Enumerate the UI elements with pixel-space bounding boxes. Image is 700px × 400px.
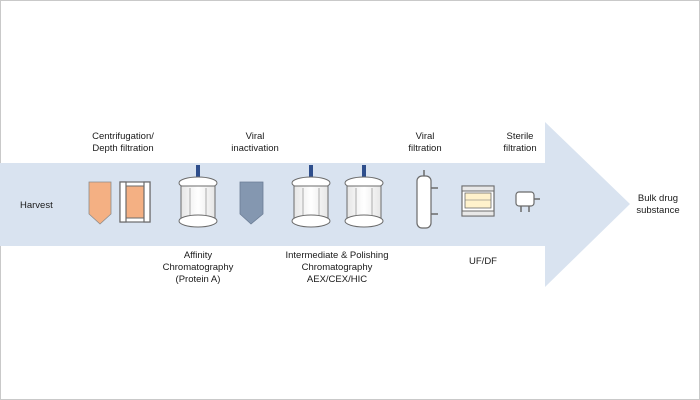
viral-inactivation-vessel-icon	[239, 181, 264, 225]
affinity-column-icon	[178, 165, 218, 228]
ufdf-label: UF/DF	[469, 256, 497, 267]
polishing-column-icon	[291, 165, 331, 228]
polishing-column-icon	[344, 165, 384, 228]
polishing-chromatography-label: Intermediate & Polishing Chromatography …	[285, 250, 389, 285]
sterile-filtration-label: Sterile filtration	[503, 131, 537, 154]
ufdf-cassette-icon	[461, 185, 495, 217]
viral-filter-icon	[416, 170, 438, 229]
sterile-filter-icon	[515, 191, 540, 212]
bulk-drug-substance-label: Bulk drug substance	[636, 193, 680, 216]
affinity-chromatography-label: Affinity Chromatography (Protein A)	[162, 250, 234, 285]
depth-filter-icon	[119, 181, 151, 223]
viral-filtration-label: Viral filtration	[408, 131, 442, 154]
harvest-label: Harvest	[20, 200, 53, 211]
centrifugation-label: Centrifugation/ Depth filtration	[92, 131, 154, 154]
centrifuge-icon	[88, 181, 112, 225]
viral-inactivation-label: Viral inactivation	[231, 131, 279, 154]
